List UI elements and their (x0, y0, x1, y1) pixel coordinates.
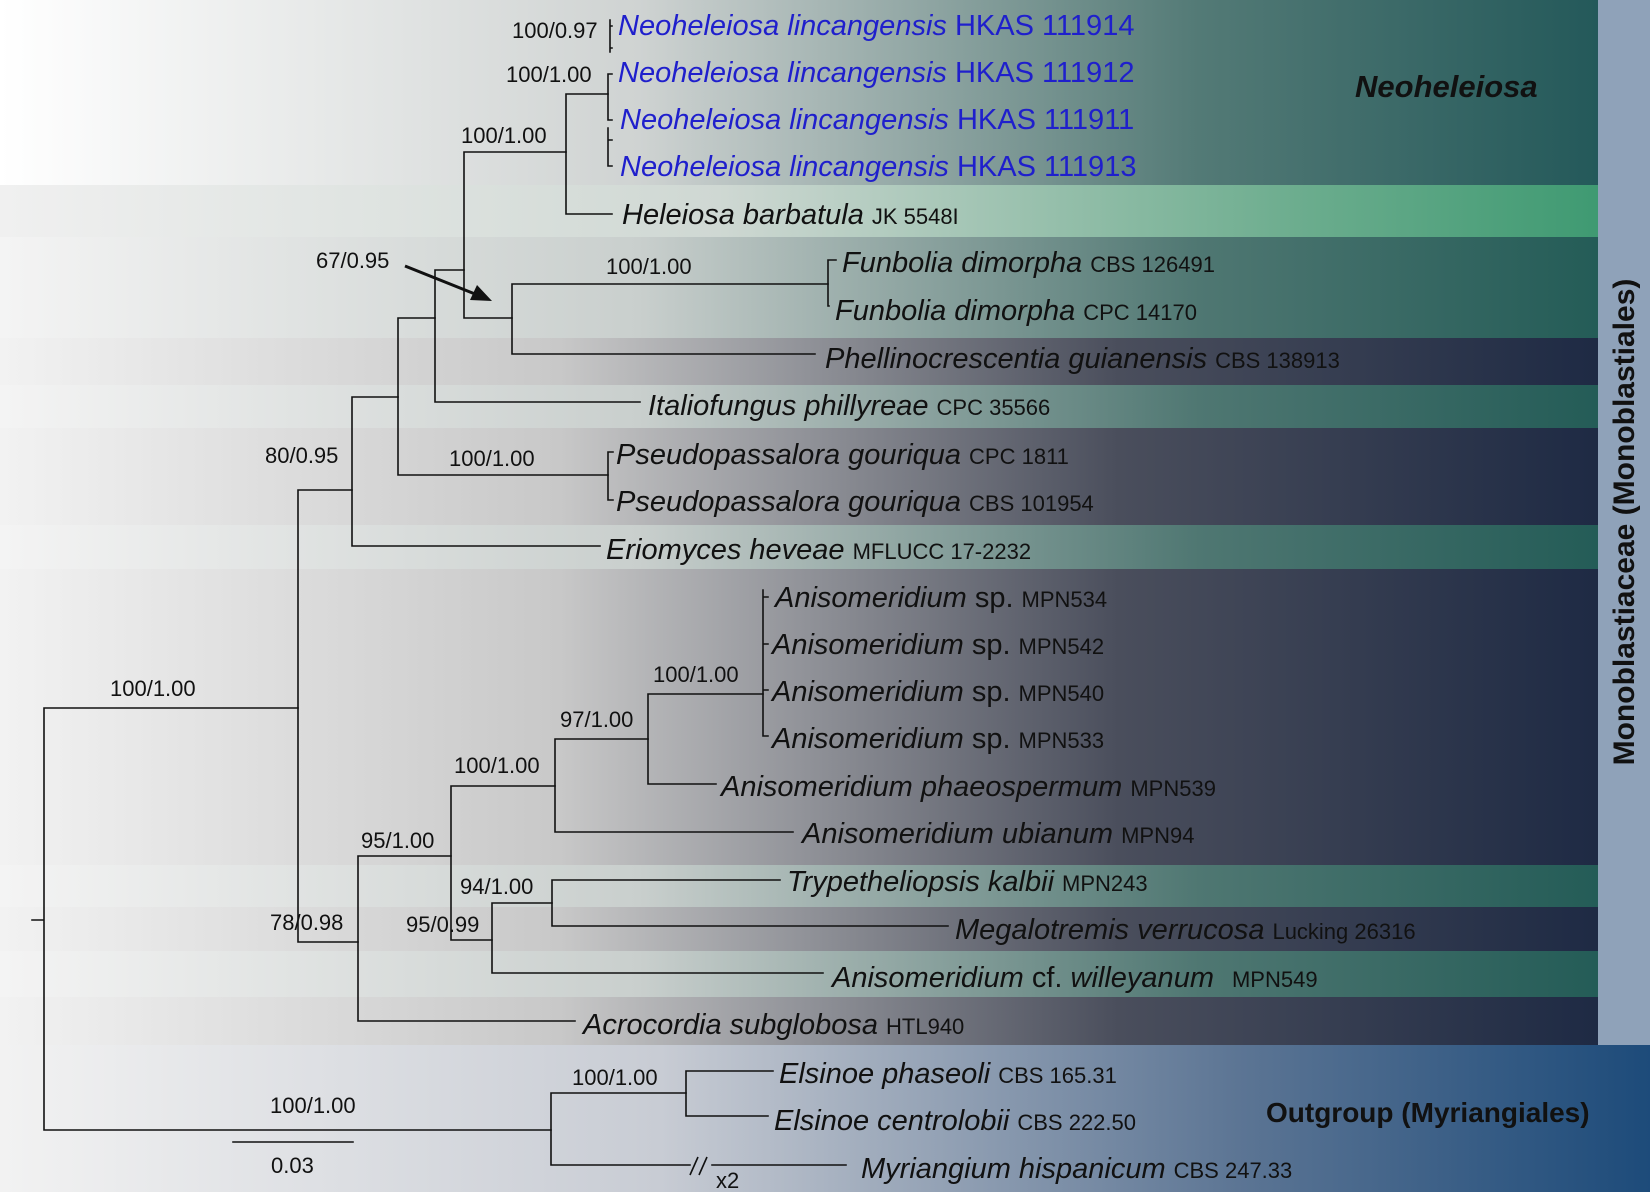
band-eriomyces (0, 525, 1598, 569)
clade-label-outgroup: Outgroup (Myriangiales) (1266, 1097, 1590, 1128)
support-value: 95/1.00 (361, 828, 434, 853)
support-value: 100/1.00 (270, 1093, 356, 1118)
taxon-label: Anisomeridium sp.MPN533 (770, 723, 1104, 755)
support-value: 67/0.95 (316, 248, 389, 273)
support-value: 100/1.00 (606, 254, 692, 279)
scale-bar-label: 0.03 (271, 1153, 314, 1178)
branch-outgroup (550, 1092, 691, 1166)
branch-n5 (434, 269, 641, 403)
branch-n17 (685, 1070, 774, 1117)
clade-label-monoblastiaceae: Monoblastiaceae (Monoblastiales) (1608, 279, 1641, 766)
band-italiofungus (0, 385, 1598, 428)
support-value: 100/1.00 (461, 123, 547, 148)
branch-n13 (551, 879, 949, 927)
support-value: 95/0.99 (406, 912, 479, 937)
support-value: 80/0.95 (265, 443, 338, 468)
taxon-label: Anisomeridium sp.MPN534 (773, 582, 1107, 614)
branch-anisomeridium-sp (762, 589, 769, 737)
branch-root (31, 707, 552, 1131)
branch-neoheleiosa-tips (607, 19, 613, 167)
band-pseudopassalora (0, 428, 1598, 525)
branch-pseudopassalora (607, 451, 614, 501)
branch-n15 (357, 855, 576, 1022)
branch-n11 (554, 738, 794, 833)
taxon-label: Anisomeridium sp.MPN540 (770, 676, 1104, 708)
support-value: 100/1.00 (454, 753, 540, 778)
band-outgroup (0, 1045, 1650, 1192)
support-value: 100/0.97 (512, 18, 598, 43)
branch-n9 (511, 283, 829, 355)
support-value: 100/1.00 (449, 446, 535, 471)
support-value: 97/1.00 (560, 707, 633, 732)
branch-funbolia (827, 259, 837, 307)
taxon-label: Neoheleiosa lincangensis HKAS 111912 (618, 57, 1134, 89)
taxon-label: Neoheleiosa lincangensis HKAS 111913 (620, 151, 1136, 183)
band-megalotremis (0, 907, 1598, 951)
branch-n14 (491, 902, 824, 974)
taxon-label: Anisomeridium sp.MPN542 (770, 629, 1104, 661)
band-phellinocrescentia (0, 338, 1598, 385)
taxon-label: Neoheleiosa lincangensis HKAS 111914 (618, 10, 1134, 42)
branch-n7 (397, 317, 609, 476)
band-trypetheliopsis (0, 865, 1598, 907)
branch-n8 (565, 93, 613, 215)
support-value: 78/0.98 (270, 910, 343, 935)
band-anisomeridium-willeyanum (0, 951, 1598, 997)
branch-n10 (647, 693, 764, 785)
branch-break-label: x2 (716, 1168, 739, 1192)
band-acrocordia (0, 997, 1598, 1045)
support-value: 100/1.00 (110, 676, 196, 701)
branch-ingroup (297, 489, 359, 943)
branch-break-marks (689, 1156, 708, 1176)
clade-label-neoheleiosa: Neoheleiosa (1355, 69, 1538, 104)
tree-branches (31, 19, 949, 1166)
support-value: 100/1.00 (572, 1065, 658, 1090)
band-anisomeridium (0, 569, 1598, 865)
band-neoheleiosa (0, 0, 1598, 185)
support-value: 100/1.00 (506, 62, 592, 87)
arrow-icon (404, 264, 492, 301)
taxon-label: Neoheleiosa lincangensis HKAS 111911 (620, 104, 1134, 136)
band-funbolia (0, 237, 1598, 338)
branch-n6 (351, 396, 601, 547)
monoblastiaceae-sidebar (1598, 0, 1650, 1045)
band-heleiosa (0, 185, 1598, 237)
branch-n12 (450, 785, 556, 941)
support-value: 94/1.00 (460, 874, 533, 899)
support-value: 100/1.00 (653, 662, 739, 687)
